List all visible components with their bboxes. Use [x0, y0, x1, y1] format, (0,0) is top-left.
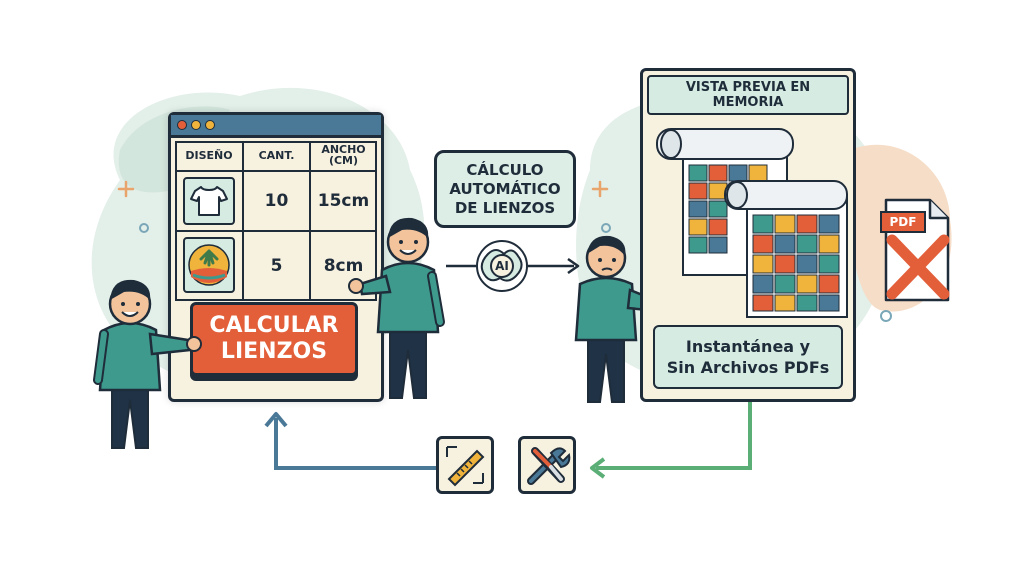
print-canvas-rolls-icon	[656, 128, 848, 318]
sparkle-circle-far-right	[880, 310, 892, 322]
header-width-line1: ANCHO	[321, 143, 366, 156]
calculate-canvases-button[interactable]: CALCULAR LIENZOS	[190, 302, 358, 376]
tshirt-icon	[183, 177, 235, 225]
ai-label: AI	[495, 259, 509, 273]
sparkle-circle-right	[601, 223, 611, 233]
auto-calculation-callout: CÁLCULO AUTOMÁTICO DE LIENZOS	[434, 150, 576, 228]
loop-arrow-blue	[274, 418, 436, 470]
memory-preview-panel: VISTA PREVIA EN MEMORIA	[640, 68, 856, 402]
sparkle-plus-right	[591, 180, 609, 198]
pdf-label: PDF	[880, 211, 926, 233]
preview-panel-footer: Instantánea y Sin Archivos PDFs	[653, 325, 843, 389]
brain-gear-icon	[476, 240, 528, 292]
calculate-button-line1: CALCULAR	[209, 313, 339, 338]
header-width-unit: (CM)	[328, 154, 359, 167]
sparkle-plus-left	[117, 180, 135, 198]
preview-footer-line2: Sin Archivos PDFs	[666, 358, 830, 377]
callout-line3: DE LIENZOS	[454, 198, 556, 217]
landscape-badge-icon	[183, 237, 235, 293]
window-close-dot[interactable]	[177, 120, 187, 130]
ai-processing-connector	[446, 240, 580, 292]
preview-panel-title: VISTA PREVIA EN MEMORIA	[647, 75, 849, 115]
preview-title-line1: VISTA PREVIA EN	[685, 80, 811, 95]
row2-width: 8cm	[323, 256, 364, 276]
calculate-button-line2: LIENZOS	[220, 339, 328, 364]
design-table: DISEÑO CANT. ANCHO (CM) 10 15cm	[175, 141, 377, 301]
person-left-pointing	[93, 279, 202, 449]
row1-width: 15cm	[317, 191, 370, 211]
table-grid	[175, 141, 377, 301]
ruler-resize-icon[interactable]	[436, 436, 494, 494]
window-maximize-dot[interactable]	[205, 120, 215, 130]
preview-footer-line1: Instantánea y	[685, 337, 811, 356]
wrench-screwdriver-icon[interactable]	[518, 436, 576, 494]
person-center-pointing	[348, 217, 445, 399]
loop-arrow-green	[596, 402, 752, 470]
callout-line2: AUTOMÁTICO	[449, 179, 561, 198]
header-design: DISEÑO	[185, 148, 233, 162]
header-qty: CANT.	[258, 148, 295, 162]
preview-title-line2: MEMORIA	[712, 95, 784, 110]
row1-qty: 10	[264, 191, 289, 211]
callout-line1: CÁLCULO	[466, 160, 544, 179]
sparkle-circle-left	[139, 223, 149, 233]
header-width: ANCHO (CM)	[310, 141, 377, 169]
row2-qty: 5	[270, 256, 283, 276]
window-minimize-dot[interactable]	[191, 120, 201, 130]
window-titlebar	[171, 115, 381, 138]
